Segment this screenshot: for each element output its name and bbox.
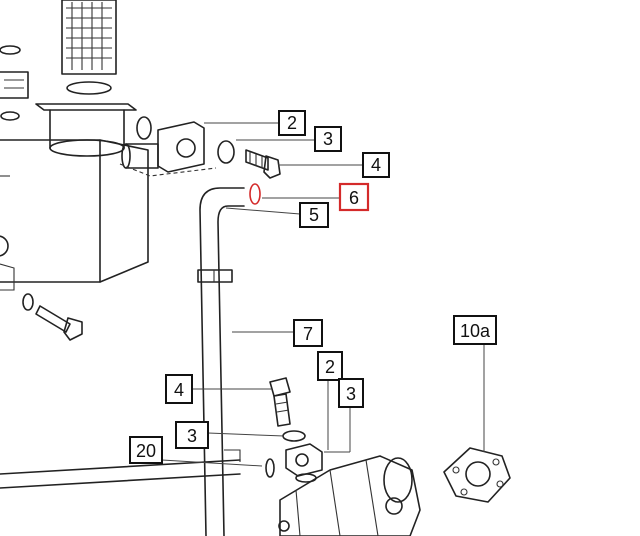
callout-7: 7 <box>293 319 323 347</box>
mounting-bolt-left <box>22 293 83 341</box>
tank-return-fitting <box>119 121 217 177</box>
gear-pump <box>278 455 421 536</box>
callout-4-top: 4 <box>362 152 390 178</box>
hydraulic-tank <box>0 103 149 291</box>
sealing-washer-mid <box>282 430 306 442</box>
seal-ring-left-top <box>0 45 21 121</box>
o-ring-mid <box>265 458 275 478</box>
callout-2-top: 2 <box>278 110 306 136</box>
callout-3-left: 3 <box>175 421 209 449</box>
svg-text:4: 4 <box>371 155 381 175</box>
callout-3-mid: 3 <box>338 378 364 408</box>
sealing-washer-top <box>217 140 235 164</box>
callout-4-left: 4 <box>165 374 193 404</box>
svg-text:2: 2 <box>287 113 297 133</box>
callout-10a: 10a <box>453 315 497 345</box>
pump-gasket <box>443 447 511 503</box>
filter-element <box>61 0 117 95</box>
svg-text:2: 2 <box>325 357 335 377</box>
svg-text:6: 6 <box>349 188 359 208</box>
svg-text:10a: 10a <box>460 321 491 341</box>
pump-fitting-block <box>285 443 323 477</box>
svg-text:5: 5 <box>309 205 319 225</box>
callout-3-top: 3 <box>314 126 342 152</box>
seal-ring-upper <box>136 116 152 140</box>
svg-text:4: 4 <box>174 380 184 400</box>
banjo-bolt-top <box>245 149 281 179</box>
leader-lines <box>161 122 485 467</box>
suction-pipe <box>197 187 245 536</box>
svg-text:3: 3 <box>323 129 333 149</box>
callout-2-mid: 2 <box>317 351 343 381</box>
svg-text:3: 3 <box>187 426 197 446</box>
callout-5: 5 <box>299 202 329 228</box>
svg-text:20: 20 <box>136 441 156 461</box>
callout-20: 20 <box>129 436 163 464</box>
svg-text:3: 3 <box>346 384 356 404</box>
svg-text:7: 7 <box>303 324 313 344</box>
callout-6-highlighted: 6 <box>338 182 370 212</box>
filler-cap <box>0 71 29 99</box>
banjo-bolt-mid <box>269 377 291 427</box>
o-ring-highlighted <box>249 183 261 205</box>
